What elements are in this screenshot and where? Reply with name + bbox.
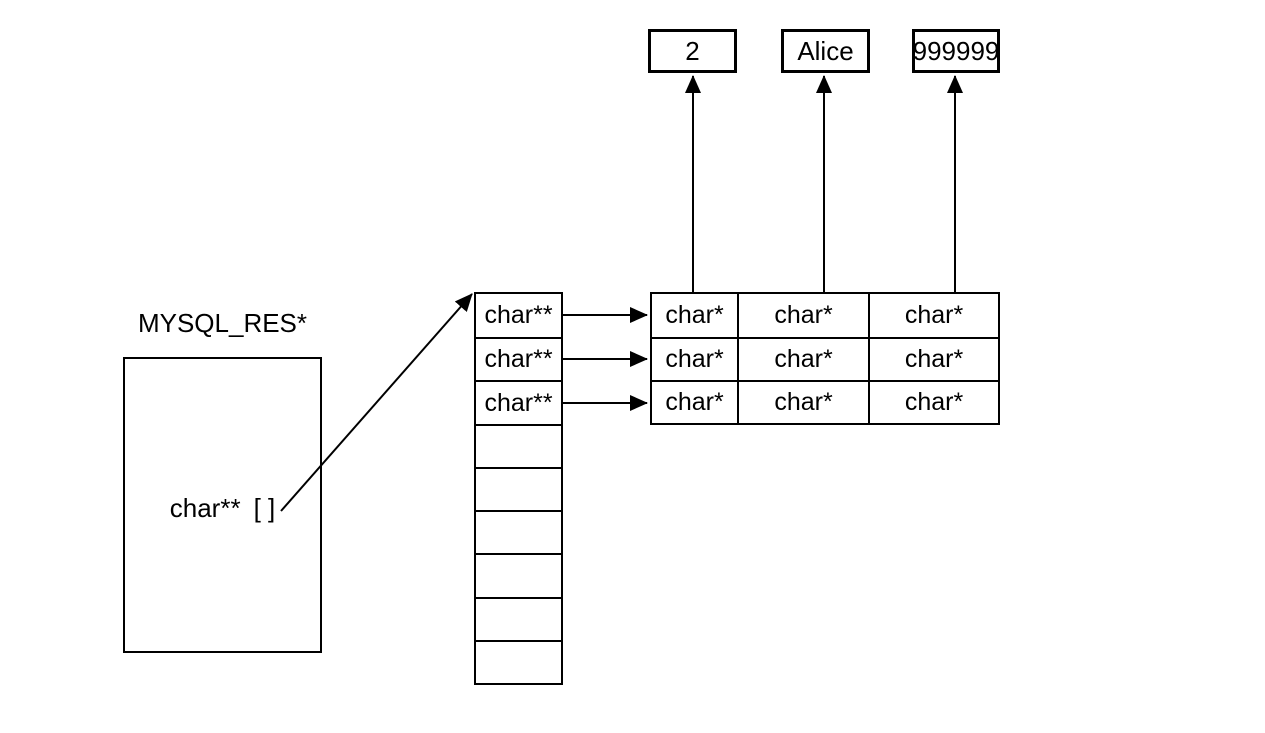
row-pointer-array: char** char** char** bbox=[474, 292, 563, 685]
field-pointer-cell: char* bbox=[737, 294, 868, 337]
value-box-alice: Alice bbox=[781, 29, 870, 73]
row-pointer-cell-empty bbox=[476, 553, 561, 596]
value-box-999999: 999999 bbox=[912, 29, 1000, 73]
row-pointer-cell-empty bbox=[476, 596, 561, 640]
field-pointer-cell: char* bbox=[737, 380, 868, 423]
struct-field-index-label: [ ] bbox=[253, 493, 276, 523]
field-pointer-cell: char* bbox=[868, 337, 998, 380]
field-pointer-cell: char* bbox=[868, 380, 998, 423]
field-pointer-grid: char* char* char* char* char* char* char… bbox=[650, 292, 1000, 425]
row-pointer-cell-empty bbox=[476, 510, 561, 553]
field-pointer-cell: char* bbox=[652, 337, 737, 380]
row-pointer-cell: char** bbox=[484, 301, 553, 330]
row-pointer-cell-empty bbox=[476, 639, 561, 683]
struct-title: MYSQL_RES* bbox=[137, 308, 308, 338]
struct-field-row: char** [ ] bbox=[125, 493, 320, 523]
value-box-2: 2 bbox=[648, 29, 737, 73]
struct-field-type-label: char** bbox=[169, 493, 241, 523]
row-pointer-cell-empty bbox=[476, 423, 561, 467]
field-pointer-cell: char* bbox=[737, 337, 868, 380]
row-pointer-cell: char** bbox=[476, 337, 561, 380]
field-pointer-cell: char* bbox=[868, 294, 998, 337]
row-pointer-cell-empty bbox=[476, 466, 561, 510]
row-pointer-cell: char** bbox=[476, 380, 561, 423]
field-pointer-cell: char* bbox=[665, 301, 724, 329]
field-pointer-cell: char* bbox=[652, 380, 737, 423]
mysql-res-struct-box: char** [ ] bbox=[123, 357, 322, 653]
